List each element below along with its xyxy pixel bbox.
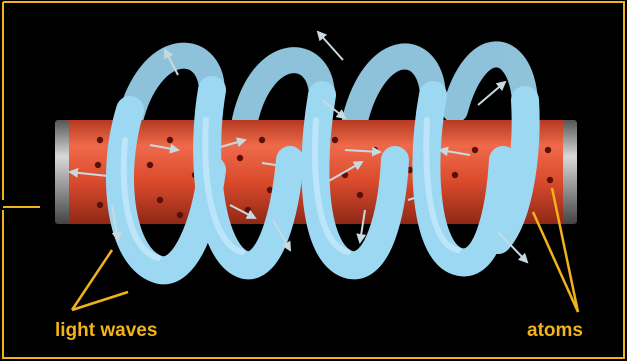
- rod-end-cap-left: [55, 120, 69, 224]
- atom-dot: [237, 155, 243, 161]
- atom-dot: [147, 162, 153, 168]
- atom-dot: [177, 212, 183, 218]
- callout-line-atoms-1: [533, 212, 578, 312]
- atom-dot: [157, 197, 163, 203]
- atom-dot: [332, 137, 338, 143]
- atom-dot: [95, 162, 101, 168]
- atom-dot: [547, 177, 553, 183]
- label-atoms: atoms: [527, 320, 583, 341]
- atom-dot: [545, 147, 551, 153]
- rod-end-cap-right: [563, 120, 577, 224]
- label-light-waves: light waves: [55, 320, 157, 341]
- atom-dot: [97, 202, 103, 208]
- callout-line-light-waves-2: [72, 292, 128, 310]
- atom-dot: [97, 137, 103, 143]
- atom-dot: [357, 192, 363, 198]
- atom-dot: [472, 147, 478, 153]
- atom-dot: [259, 137, 265, 143]
- atom-dot: [167, 137, 173, 143]
- atom-dot: [452, 172, 458, 178]
- callout-line-light-waves-1: [72, 250, 112, 310]
